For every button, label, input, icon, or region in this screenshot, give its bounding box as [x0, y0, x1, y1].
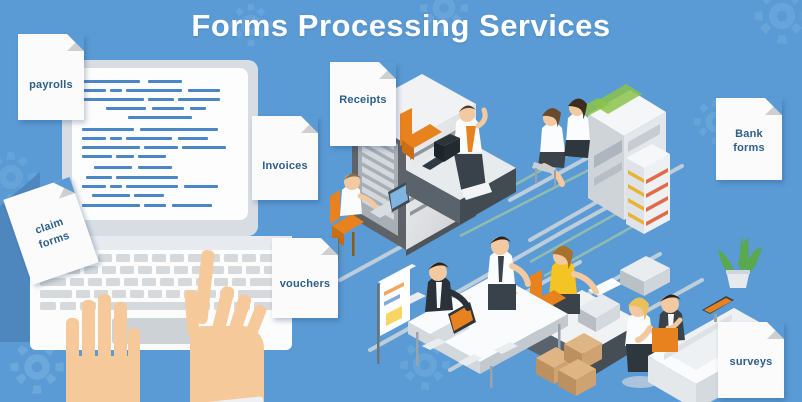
document-card-payrolls[interactable]: payrolls	[18, 34, 84, 120]
typing-hand-icon	[64, 264, 174, 402]
office-worker-icon	[532, 108, 566, 187]
document-card-bank-forms[interactable]: Bank forms	[716, 98, 782, 180]
paper-stack-icon	[626, 144, 670, 234]
document-card-receipts[interactable]: Receipts	[330, 62, 396, 146]
office-worker-icon	[652, 294, 685, 352]
potted-plant-icon	[718, 236, 762, 288]
office-desk-icon	[620, 256, 670, 296]
page-title: Forms Processing Services	[191, 8, 611, 43]
document-label: Invoices	[262, 160, 308, 172]
document-label: payrolls	[29, 79, 73, 91]
cardboard-boxes-icon	[536, 333, 602, 396]
office-worker-icon	[487, 236, 531, 310]
flipchart-icon	[377, 264, 416, 364]
office-worker-icon	[530, 245, 599, 314]
office-worker-icon	[622, 297, 658, 388]
document-label: Receipts	[339, 94, 387, 106]
briefcase-icon	[434, 134, 460, 162]
laptop-front-edge	[30, 236, 292, 250]
document-label: vouchers	[279, 278, 331, 290]
isometric-office-scene	[330, 70, 802, 402]
laptop-screen	[72, 68, 248, 220]
office-worker-icon	[564, 98, 590, 158]
office-worker-icon	[454, 105, 492, 200]
document-label: surveys	[729, 356, 773, 368]
document-label-line2: forms	[733, 142, 765, 154]
document-card-vouchers[interactable]: vouchers	[272, 238, 338, 318]
document-label-line1: Bank	[735, 128, 763, 140]
typing-hand-icon	[168, 249, 288, 402]
document-card-surveys[interactable]: surveys	[718, 322, 784, 398]
office-worker-icon	[330, 173, 410, 260]
office-worker-icon	[425, 262, 471, 312]
document-card-invoices[interactable]: Invoices	[252, 116, 318, 200]
